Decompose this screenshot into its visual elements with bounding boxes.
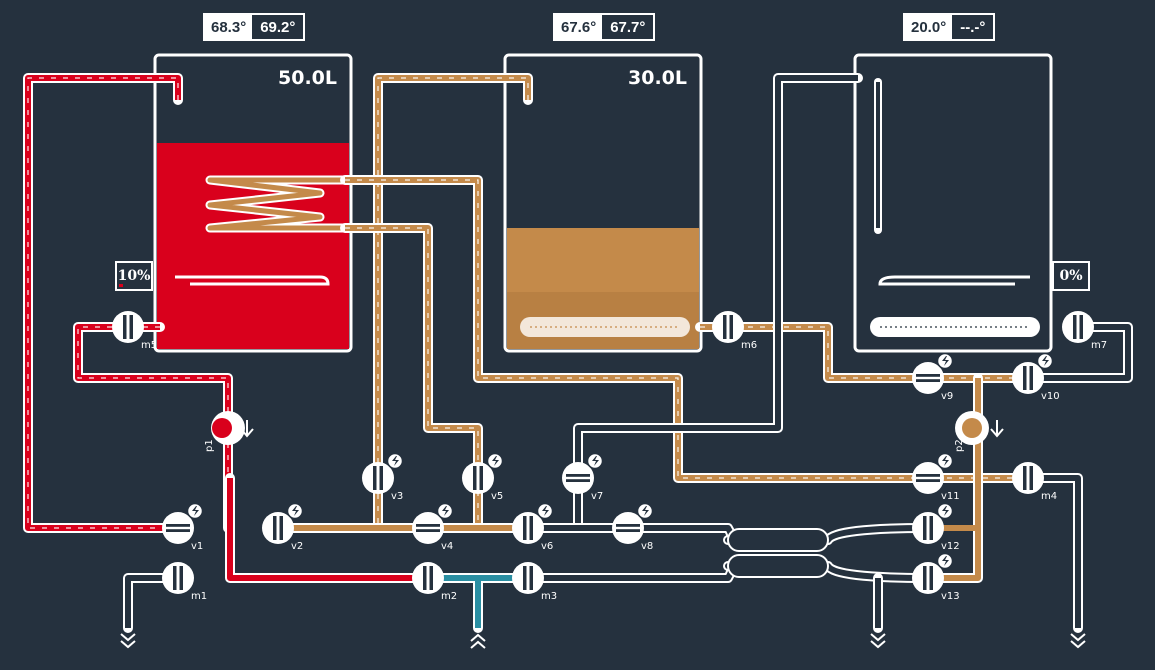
lightning-bolt bbox=[592, 456, 599, 466]
valve-m4[interactable]: m4 bbox=[1012, 462, 1057, 502]
valve-label: v11 bbox=[941, 491, 960, 502]
boil-heater-power[interactable]: 0% bbox=[1052, 261, 1090, 291]
lightning-bolt bbox=[642, 506, 649, 516]
boil-temperature-display[interactable]: 20.0° --.-° bbox=[903, 13, 996, 41]
valve-m7[interactable]: m7 bbox=[1062, 311, 1107, 351]
valve-label: v10 bbox=[1041, 391, 1060, 402]
hlt-volume-label: 50.0L bbox=[278, 67, 337, 89]
cold-water-inlet-pipe bbox=[428, 575, 528, 628]
valve-label: v3 bbox=[391, 491, 403, 502]
lightning-bolt bbox=[392, 456, 399, 466]
valve-m2[interactable]: m2 bbox=[412, 562, 457, 602]
valve-v5[interactable]: v5 bbox=[462, 452, 503, 503]
valve-label: v13 bbox=[941, 591, 960, 602]
pump-p2[interactable]: p2 bbox=[954, 411, 1004, 452]
hlt-heating-element bbox=[175, 275, 330, 286]
lightning-bolt bbox=[942, 506, 949, 516]
mash-volume-label: 30.0L bbox=[628, 67, 687, 89]
valve-label: m6 bbox=[741, 340, 757, 351]
mash-vessel: 30.0L bbox=[503, 53, 703, 353]
valve-label: m3 bbox=[541, 591, 557, 602]
valve-v11[interactable]: v11 bbox=[912, 452, 960, 503]
boil-return-manifold bbox=[870, 317, 1040, 337]
counterflow-chiller bbox=[727, 528, 829, 578]
lightning-bolt bbox=[1042, 356, 1049, 366]
valve-label: m5 bbox=[141, 340, 157, 351]
hlt-liquid-level bbox=[157, 143, 349, 349]
hlt-heater-power-bar bbox=[119, 284, 123, 287]
valve-m3[interactable]: m3 bbox=[512, 562, 557, 602]
boil-heater-percent: 0% bbox=[1059, 268, 1083, 284]
valve-m6[interactable]: m6 bbox=[712, 311, 757, 351]
boil-target-temp: --.-° bbox=[960, 18, 986, 36]
valve-v9[interactable]: v9 bbox=[912, 352, 953, 403]
lightning-bolt bbox=[942, 456, 949, 466]
hlt-target-temp: 69.2° bbox=[260, 18, 296, 36]
valve-m5[interactable]: m5 bbox=[112, 311, 157, 351]
mash-return-manifold bbox=[520, 317, 690, 337]
boil-heating-element bbox=[878, 275, 1030, 286]
valve-v4[interactable]: v4 bbox=[412, 502, 453, 553]
boil-vessel bbox=[853, 53, 1053, 353]
arrow-down-icon bbox=[240, 420, 254, 438]
valve-label: v2 bbox=[291, 541, 303, 552]
valve-v1[interactable]: v1 bbox=[162, 502, 203, 553]
herms-coil bbox=[207, 177, 345, 231]
lightning-bolt bbox=[942, 356, 949, 366]
valve-v7[interactable]: v7 bbox=[562, 452, 603, 503]
valve-v8[interactable]: v8 bbox=[612, 502, 653, 553]
mash-current-temp: 67.6° bbox=[555, 15, 603, 39]
lightning-bolt bbox=[442, 506, 449, 516]
valve-label: v5 bbox=[491, 491, 503, 502]
arrow-down-icon bbox=[990, 420, 1004, 438]
valve-m1[interactable]: m1 bbox=[162, 562, 207, 602]
pump-label: p1 bbox=[204, 439, 215, 452]
lightning-bolt bbox=[192, 506, 199, 516]
mash-temperature-display[interactable]: 67.6° 67.7° bbox=[553, 13, 656, 41]
double-chevron-up-icon bbox=[470, 633, 486, 649]
lightning-bolt bbox=[492, 456, 499, 466]
double-chevron-down-icon bbox=[1070, 633, 1086, 649]
valve-label: m7 bbox=[1091, 340, 1107, 351]
valve-v10[interactable]: v10 bbox=[1012, 352, 1060, 403]
lightning-bolt bbox=[292, 506, 299, 516]
valve-label: m4 bbox=[1041, 491, 1057, 502]
valve-label: m1 bbox=[191, 591, 207, 602]
valve-label: v6 bbox=[541, 541, 553, 552]
valve-label: v7 bbox=[591, 491, 603, 502]
pump-p1[interactable]: p1 bbox=[204, 411, 254, 452]
pump-label: p2 bbox=[954, 439, 965, 452]
valve-label: v12 bbox=[941, 541, 960, 552]
valve-label: v1 bbox=[191, 541, 203, 552]
valve-v3[interactable]: v3 bbox=[362, 452, 403, 503]
lightning-bolt bbox=[942, 556, 949, 566]
double-chevron-down-icon bbox=[120, 633, 136, 649]
double-chevron-down-icon bbox=[870, 633, 886, 649]
valve-v2[interactable]: v2 bbox=[262, 502, 303, 553]
boil-current-temp: 20.0° bbox=[905, 15, 953, 39]
hlt-current-temp: 68.3° bbox=[205, 15, 253, 39]
valve-label: m2 bbox=[441, 591, 457, 602]
hlt-temperature-display[interactable]: 68.3° 69.2° bbox=[203, 13, 306, 41]
valve-label: v9 bbox=[941, 391, 953, 402]
hlt-heater-percent: 10% bbox=[117, 268, 151, 284]
hlt-heater-power[interactable]: 10% bbox=[115, 261, 153, 291]
valve-v13[interactable]: v13 bbox=[912, 552, 960, 603]
valve-label: v4 bbox=[441, 541, 453, 552]
valve-v6[interactable]: v6 bbox=[512, 502, 553, 553]
valve-v12[interactable]: v12 bbox=[912, 502, 960, 553]
mash-target-temp: 67.7° bbox=[610, 18, 646, 36]
valve-label: v8 bbox=[641, 541, 653, 552]
lightning-bolt bbox=[542, 506, 549, 516]
